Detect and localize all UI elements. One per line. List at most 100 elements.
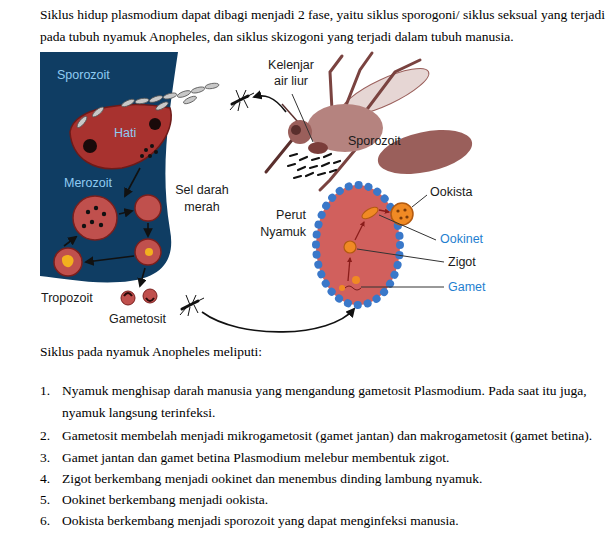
gamete [352, 276, 360, 284]
list-item: Ookista berkembang menjadi sporozoit yan… [62, 510, 608, 532]
merozoite-dot [82, 224, 86, 228]
mosquito-eye [291, 125, 301, 135]
gametocyte-cell [121, 291, 135, 305]
leader-line [292, 94, 313, 142]
merozoite-dot [99, 223, 103, 227]
gamete [339, 285, 345, 291]
mosquito-leg [345, 53, 372, 108]
merozoite-dot [94, 206, 98, 210]
blood-vessel-ground [40, 52, 178, 282]
part-label: Kelenjar air liur [262, 57, 320, 89]
list-number: 1. [40, 380, 50, 402]
stage-label: Merozoit [64, 176, 112, 191]
list-number: 2. [40, 425, 50, 447]
list-number: 3. [40, 447, 50, 469]
list-item: Gamet jantan dan gamet betina Plasmodium… [62, 447, 608, 469]
parasite-ring [145, 248, 153, 256]
infected-cell [73, 196, 117, 240]
list-item: Ookinet berkembang menjadi ookista. [62, 489, 608, 511]
list-number: 4. [40, 468, 50, 490]
mosquito-proboscis [266, 140, 292, 172]
merozoite-dot [102, 212, 106, 216]
gamete-tail [345, 286, 361, 290]
merozoite-dot [140, 154, 144, 158]
organ-label: Hati [114, 126, 136, 141]
gametocyte [124, 293, 132, 296]
stage-arrow [348, 258, 350, 281]
liver-shape [70, 105, 171, 169]
merozoite-dot [90, 220, 94, 224]
sporozoite [191, 86, 206, 94]
part-label: Perut Nyamuk [250, 207, 306, 241]
stage-label: Ookista [430, 185, 472, 200]
zygote [344, 241, 356, 253]
mosquito-icon-legs [180, 295, 204, 316]
liver-nucleus [149, 118, 161, 130]
mosquito-leg [330, 56, 342, 110]
mosquito-abdomen [374, 122, 476, 181]
leader-line [412, 195, 427, 207]
cycle-arrow [125, 168, 140, 196]
cycle-arrow [119, 211, 132, 214]
salivary-gland [308, 142, 328, 154]
oocyst-dot [396, 209, 399, 212]
merozoite-dot [150, 144, 154, 148]
sporozoite [205, 82, 220, 89]
list-item: Gametosit membelah menjadi mikrogametosi… [62, 425, 608, 447]
stage-arrow [379, 210, 389, 212]
list-number: 6. [40, 510, 50, 532]
stage-label: Gametosit [109, 312, 166, 327]
sporozoite-cluster [288, 154, 340, 178]
stage-label: Zigot [448, 255, 476, 270]
gametocyte-cell [143, 289, 157, 303]
ookinete [360, 205, 380, 221]
list-item: Zigot berkembang menjadi ookinet dan men… [62, 468, 608, 490]
mosquito-icon [180, 295, 204, 316]
stage-label: Sporozoit [57, 68, 110, 83]
list-heading: Siklus pada nyamuk Anopheles meliputi: [40, 341, 262, 363]
stage-label: Gamet [448, 280, 486, 295]
cycle-arrow [64, 237, 76, 246]
merozoite-dot [86, 210, 90, 214]
merozoite-dot [154, 150, 158, 154]
red-blood-cell [135, 239, 161, 265]
oocyst-dot [399, 216, 402, 219]
sporozoite [91, 106, 105, 119]
cycle-arrow [86, 256, 134, 262]
mosquito-icon-legs [230, 90, 254, 111]
mosquito-leg [365, 60, 420, 112]
transfer-arrow [254, 96, 286, 112]
stage-label: Sporozoit [348, 134, 401, 149]
sporozoite [149, 94, 164, 103]
merozoite-dot [144, 148, 148, 152]
trophozoite-cell [54, 248, 82, 276]
red-blood-cell [135, 195, 161, 221]
stage-label: Ookinet [440, 232, 483, 247]
stage-arrow [355, 222, 364, 240]
list-item: Nyamuk menghisap darah manusia yang meng… [62, 380, 608, 424]
mosquito-icon [230, 90, 254, 111]
mosquito-antenna [282, 104, 298, 122]
part-label: Sel darah merah [168, 182, 236, 216]
leader-line [357, 249, 444, 262]
oocyst-dot [405, 215, 408, 218]
leader-line [379, 215, 436, 240]
sporozoite [163, 92, 178, 100]
sporozoite [155, 100, 170, 111]
sporozoite [135, 97, 150, 104]
liver-nucleus [83, 139, 97, 153]
sporozoite [121, 98, 136, 108]
sporozoite [76, 115, 89, 129]
gametocyte [146, 298, 154, 301]
list-number: 5. [40, 489, 50, 511]
cycle-arrow [140, 268, 145, 286]
stage-label: Tropozoit [41, 291, 93, 306]
merozoite-dot [148, 154, 152, 158]
sporozoite [183, 95, 198, 105]
cycle-arrow [147, 223, 149, 236]
trophozoite [62, 255, 74, 267]
intro-text: Siklus hidup plasmodium dapat dibagi men… [40, 4, 608, 48]
transfer-arrow [202, 309, 354, 332]
oocyst-dot [403, 208, 406, 211]
